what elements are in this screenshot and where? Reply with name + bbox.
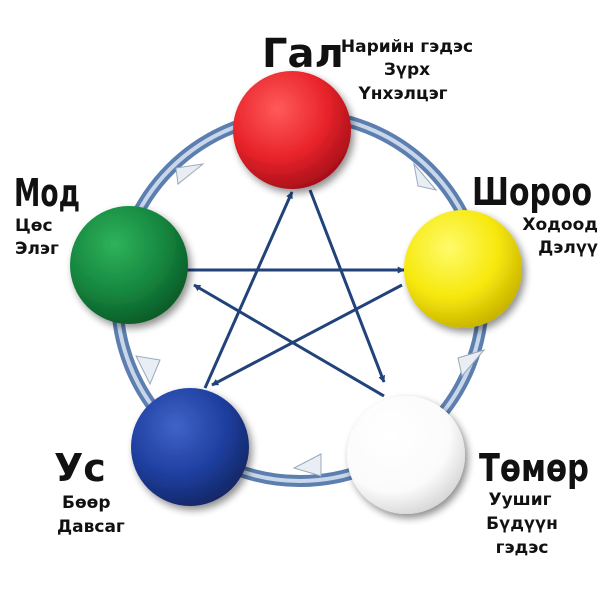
star-arrow-earth-to-water xyxy=(211,283,403,387)
element-circles xyxy=(70,71,522,514)
wood-title: Мод xyxy=(14,171,80,215)
water-organ-2: Давсаг xyxy=(57,517,125,537)
metal-circle xyxy=(347,396,465,514)
earth-organ-1: Ходоод xyxy=(522,215,598,235)
star-arrow-water-to-fire xyxy=(203,191,294,389)
fire-organ-3: Үнхэлцэг xyxy=(357,84,447,104)
metal-organ-3: гэдэс xyxy=(496,538,549,558)
earth-circle xyxy=(404,210,522,328)
fire-organ-2: Зүрх xyxy=(384,60,430,80)
controlling-cycle-star xyxy=(186,189,405,398)
ring-arrowhead-wood-to-fire xyxy=(175,163,205,185)
metal-organ-1: Уушиг xyxy=(488,490,551,510)
metal-organ-2: Бүдүүн xyxy=(486,514,558,534)
star-arrow-metal-to-wood xyxy=(193,283,385,398)
element-labels: Гал Нарийн гэдэс Зүрх Үнхэлцэг Шороо Ход… xyxy=(14,31,598,558)
earth-organ-2: Дэлүү xyxy=(538,238,598,258)
water-circle xyxy=(131,388,249,506)
ring-arrowhead-water-to-wood xyxy=(135,355,161,386)
ring-arrowhead-fire-to-earth xyxy=(413,162,438,191)
fire-title: Гал xyxy=(262,31,344,77)
fire-circle xyxy=(233,71,351,189)
star-arrow-fire-to-metal xyxy=(308,189,386,383)
metal-title: Төмөр xyxy=(479,446,589,490)
wood-organ-2: Элэг xyxy=(15,239,59,259)
wood-organ-1: Цөс xyxy=(15,216,53,236)
ring-arrowhead-metal-to-water xyxy=(292,453,322,477)
water-title: Ус xyxy=(54,446,106,490)
water-organ-1: Бөөр xyxy=(62,493,111,513)
ring-arrowheads xyxy=(135,162,486,477)
fire-organ-1: Нарийн гэдэс xyxy=(341,37,473,57)
wood-circle xyxy=(70,206,188,324)
earth-title: Шороо xyxy=(472,170,592,214)
ring-arrowhead-earth-to-metal xyxy=(457,349,486,378)
